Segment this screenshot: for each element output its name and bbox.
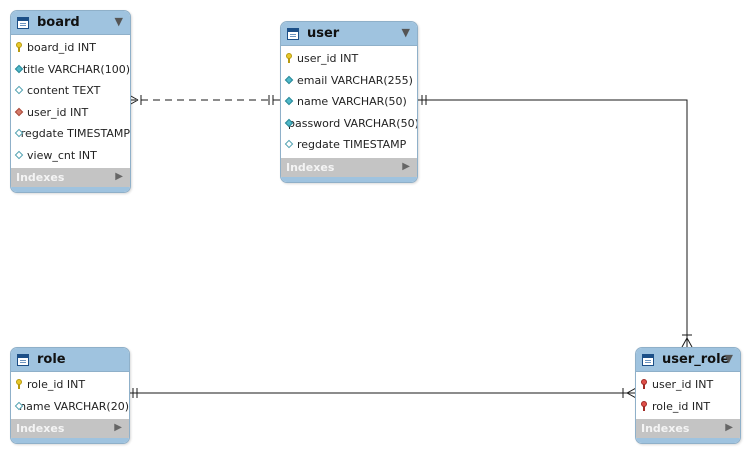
table-header[interactable]: board ▼ xyxy=(11,11,130,35)
table-board[interactable]: board ▼ board_id INT title VARCHAR(100) … xyxy=(10,10,131,193)
table-footer xyxy=(11,438,129,443)
table-header[interactable]: user ▼ xyxy=(281,22,417,46)
column-label: user_id INT xyxy=(652,378,714,392)
nullable-column-icon xyxy=(15,128,18,139)
expand-arrow-icon[interactable]: ▶ xyxy=(402,160,410,172)
column-label: role_id INT xyxy=(27,378,86,392)
column-label: role_id INT xyxy=(652,399,711,413)
table-name: board xyxy=(37,15,80,30)
column-row[interactable]: user_id INT xyxy=(11,102,130,124)
primary-foreign-key-icon xyxy=(640,400,649,412)
non-null-column-icon xyxy=(285,96,294,107)
column-label: name VARCHAR(20) xyxy=(19,399,129,413)
nullable-column-icon xyxy=(15,150,24,161)
nullable-column-icon xyxy=(15,401,16,412)
primary-key-icon xyxy=(15,42,24,53)
column-label: title VARCHAR(100) xyxy=(22,62,130,76)
table-name: user xyxy=(307,26,340,41)
column-label: view_cnt INT xyxy=(27,148,97,162)
collapse-icon[interactable]: ▼ xyxy=(724,352,733,365)
column-row[interactable]: board_id INT xyxy=(11,37,130,59)
table-header[interactable]: user_role ▼ xyxy=(636,348,740,372)
column-label: regdate TIMESTAMP xyxy=(297,138,407,152)
indexes-section[interactable]: Indexes ▶ xyxy=(11,168,130,187)
indexes-section[interactable]: Indexes ▶ xyxy=(636,419,740,438)
collapse-icon[interactable]: ▼ xyxy=(114,15,123,28)
column-row[interactable]: view_cnt INT xyxy=(11,145,130,167)
non-null-column-icon xyxy=(15,64,20,75)
column-label: user_id INT xyxy=(297,52,359,66)
relationship-user-userrole[interactable] xyxy=(417,95,693,348)
table-icon xyxy=(17,353,29,366)
table-user[interactable]: user ▼ user_id INT email VARCHAR(255) na… xyxy=(280,21,418,183)
indexes-label: Indexes xyxy=(16,422,65,435)
table-icon xyxy=(642,353,654,366)
nullable-column-icon xyxy=(15,85,24,96)
expand-arrow-icon[interactable]: ▶ xyxy=(725,422,733,433)
foreign-key-column-icon xyxy=(15,107,24,118)
table-icon xyxy=(17,16,29,29)
table-footer xyxy=(11,187,130,192)
column-row[interactable]: role_id INT xyxy=(11,374,129,396)
column-label: board_id INT xyxy=(27,41,96,55)
column-row[interactable]: content TEXT xyxy=(11,80,130,102)
column-label: user_id INT xyxy=(27,105,89,119)
column-row[interactable]: name VARCHAR(20) xyxy=(11,396,129,418)
expand-arrow-icon[interactable]: ▶ xyxy=(114,422,122,433)
column-row[interactable]: user_id INT xyxy=(636,374,740,396)
column-row[interactable]: regdate TIMESTAMP xyxy=(11,123,130,145)
table-header[interactable]: role xyxy=(11,348,129,372)
column-row[interactable]: role_id INT xyxy=(636,396,740,418)
indexes-label: Indexes xyxy=(16,171,65,184)
primary-key-icon xyxy=(15,379,24,390)
indexes-label: Indexes xyxy=(641,422,690,435)
table-footer xyxy=(636,438,740,443)
primary-foreign-key-icon xyxy=(640,379,649,390)
column-row[interactable]: regdate TIMESTAMP xyxy=(281,134,417,156)
column-label: content TEXT xyxy=(27,84,101,98)
relationship-role-userrole[interactable] xyxy=(129,387,637,399)
column-row[interactable]: user_id INT xyxy=(281,48,417,70)
collapse-icon[interactable]: ▼ xyxy=(401,26,410,39)
indexes-section[interactable]: Indexes ▶ xyxy=(281,157,417,177)
table-user-role[interactable]: user_role ▼ user_id INT role_id INT Inde… xyxy=(635,347,741,444)
table-role[interactable]: role role_id INT name VARCHAR(20) Indexe… xyxy=(10,347,130,444)
column-row[interactable]: password VARCHAR(50) xyxy=(281,113,417,135)
column-label: password VARCHAR(50) xyxy=(288,116,418,130)
column-row[interactable]: title VARCHAR(100) xyxy=(11,59,130,81)
column-label: name VARCHAR(50) xyxy=(297,95,407,109)
table-footer xyxy=(281,176,417,182)
column-row[interactable]: email VARCHAR(255) xyxy=(281,70,417,92)
primary-key-icon xyxy=(285,53,294,64)
nullable-column-icon xyxy=(285,139,294,150)
table-icon xyxy=(287,27,299,40)
expand-arrow-icon[interactable]: ▶ xyxy=(115,171,123,182)
column-label: email VARCHAR(255) xyxy=(297,73,413,87)
table-name: role xyxy=(37,352,66,367)
non-null-column-icon xyxy=(285,75,294,86)
indexes-section[interactable]: Indexes ▶ xyxy=(11,419,129,438)
table-name: user_role xyxy=(662,352,730,367)
relationship-board-user[interactable] xyxy=(128,94,280,106)
indexes-label: Indexes xyxy=(286,160,335,174)
column-row[interactable]: name VARCHAR(50) xyxy=(281,91,417,113)
column-label: regdate TIMESTAMP xyxy=(20,127,130,141)
